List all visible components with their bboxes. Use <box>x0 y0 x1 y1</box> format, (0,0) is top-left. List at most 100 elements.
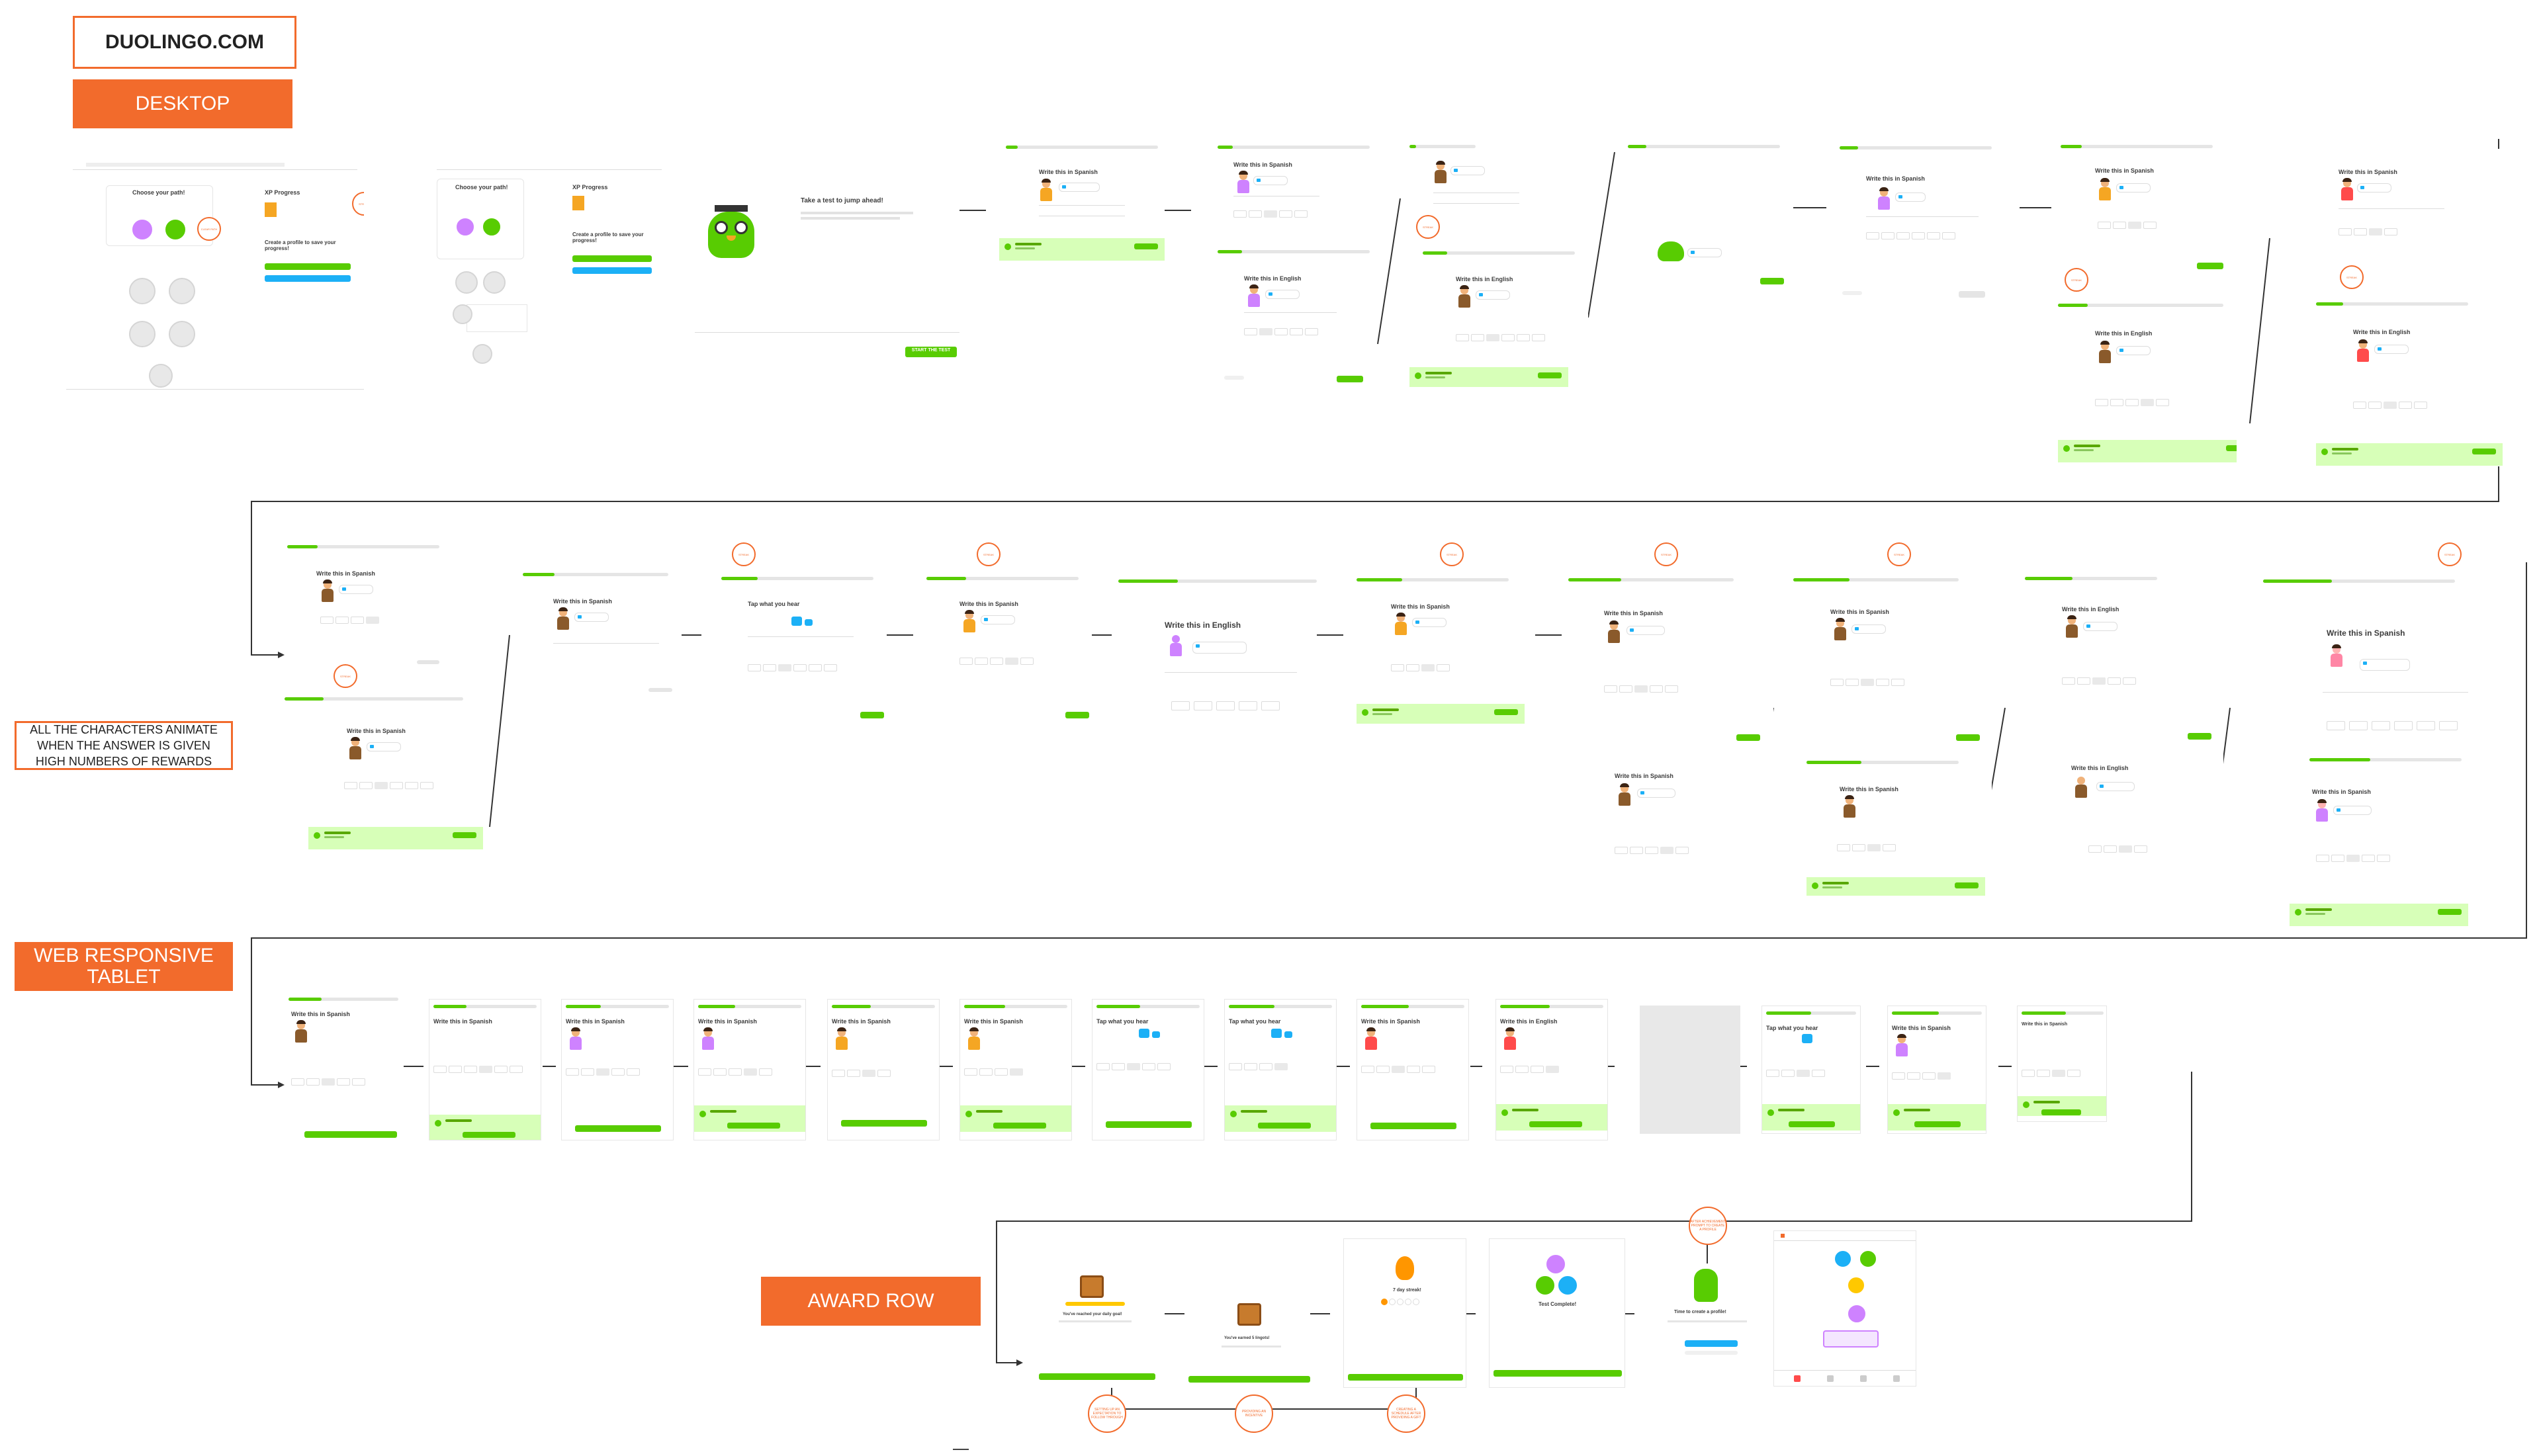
tablet-screen-7: Tap what you hear <box>1092 999 1204 1140</box>
tablet-screen-4: Write this in Spanish <box>693 999 806 1140</box>
exercise-title: Write this in Spanish <box>566 1018 625 1025</box>
exercise-title: Write this in Spanish <box>433 1018 492 1025</box>
exercise-screen-r1-1: Write this in Spanish <box>999 139 1165 278</box>
slow-speaker-icon[interactable] <box>1284 1031 1292 1038</box>
exercise-screen-r1-7: Write this in Spanish STREAK Write this … <box>2316 149 2515 466</box>
award-title-2: You've earned 5 lingots! <box>1224 1336 1270 1340</box>
treasure-chest-icon <box>1080 1275 1104 1298</box>
exercise-title: Write this in Spanish <box>1391 603 1450 610</box>
speaker-icon[interactable] <box>1271 1029 1282 1038</box>
award-section-label: AWARD ROW <box>761 1277 981 1326</box>
jump-ahead-title: Take a test to jump ahead! <box>801 197 883 204</box>
exercise-title-2: Write this in Spanish <box>2312 789 2371 795</box>
award-screen-lingots: You've earned 5 lingots! <box>1184 1263 1310 1389</box>
exercise-title: Write this in Spanish <box>1892 1025 1951 1031</box>
award-title-3: 7 day streak! <box>1393 1288 1421 1293</box>
tablet-section-label: WEB RESPONSIVE TABLET <box>15 942 233 991</box>
exercise-title: Write this in English <box>1456 276 1513 282</box>
tablet-screen-9: STREAK Write this in Spanish <box>1357 999 1469 1140</box>
exercise-screen-r1-4: STREAK <box>1628 142 1793 294</box>
exercise-screen-r2-10: STREAK Write this in Spanish Write this … <box>2263 542 2475 933</box>
start-test-button[interactable] <box>905 347 957 357</box>
exercise-screen-r2-2: Write this in Spanish <box>523 570 682 703</box>
tablet-placeholder-frame <box>1640 1006 1740 1134</box>
choose-path-title-2: Choose your path! <box>455 184 508 191</box>
treasure-chest-icon <box>1237 1303 1261 1326</box>
create-profile-button[interactable] <box>265 263 351 270</box>
choose-path-title: Choose your path! <box>132 189 185 196</box>
tablet-screen-10: Write this in English <box>1495 999 1608 1140</box>
create-profile-button-3[interactable] <box>1685 1340 1738 1347</box>
sign-in-button[interactable] <box>265 275 351 282</box>
exercise-title: Tap what you hear <box>1229 1018 1281 1025</box>
exercise-screen-r2-3: STREAK Tap what you hear <box>721 542 887 728</box>
exercise-screen-r1-5: Write this in Spanish <box>1840 142 2005 301</box>
exercise-title-2: Write this in Spanish <box>347 728 406 734</box>
exercise-title: Write this in Spanish <box>2327 628 2405 638</box>
tablet-screen-8: Tap what you hear <box>1224 999 1337 1140</box>
exercise-title: Write this in Spanish <box>2022 1022 2068 1027</box>
exercise-title: Write this in Spanish <box>291 1011 350 1017</box>
tablet-screen-12: STREAK Write this in Spanish <box>1887 1006 1986 1134</box>
xp-progress-title: XP Progress <box>265 189 300 196</box>
screen-choose-path-2: Choose your path! XP Progress Create a p… <box>437 159 662 377</box>
speaker-icon[interactable] <box>791 617 802 626</box>
exercise-screen-r2-9: Write this in English Write this in Engl… <box>2025 569 2223 860</box>
exercise-title-2: Write this in English <box>1244 275 1302 282</box>
exercise-screen-r2-4: STREAK Write this in Spanish <box>926 542 1092 728</box>
callout-setting-expectation: SETTING UP AN EXPECTATION TO FOLLOW THRO… <box>1088 1394 1126 1433</box>
exercise-screen-r2-5: Write this in English <box>1118 576 1317 721</box>
animate-note: ALL THE CHARACTERS ANIMATE WHEN THE ANSW… <box>15 721 233 770</box>
exercise-title: Write this in Spanish <box>1866 175 1925 182</box>
exercise-title: Write this in Spanish <box>959 601 1018 607</box>
exercise-title: Tap what you hear <box>748 601 800 607</box>
award-screen-home <box>1773 1230 1916 1387</box>
speaker-icon[interactable] <box>1802 1034 1812 1043</box>
exercise-title: Tap what you hear <box>1766 1025 1818 1031</box>
slow-speaker-icon[interactable] <box>1152 1031 1160 1038</box>
exercise-title: Write this in Spanish <box>553 598 612 605</box>
exercise-title: Write this in Spanish <box>2339 169 2397 175</box>
tablet-screen-11: Tap what you hear <box>1761 1006 1861 1134</box>
create-profile-button-2[interactable] <box>572 255 652 262</box>
tablet-screen-1: STREAK Write this in Spanish <box>285 992 404 1144</box>
duo-owl-icon <box>1694 1269 1718 1302</box>
exercise-title: Write this in Spanish <box>1233 161 1292 168</box>
speaker-icon[interactable] <box>1139 1029 1149 1038</box>
exercise-title: Write this in Spanish <box>316 570 375 577</box>
award-title-1: You've reached your daily goal! <box>1063 1312 1122 1316</box>
exercise-title-2: Write this in English <box>2071 765 2129 771</box>
callout-providing-incentive: PROVIDING AN INCENTIVE <box>1235 1394 1273 1433</box>
tablet-screen-13: STREAK Write this in Spanish <box>2017 1006 2107 1122</box>
tablet-screen-5: Write this in Spanish <box>827 999 940 1140</box>
award-screen-test-complete: Test Complete! <box>1489 1238 1625 1388</box>
exercise-title: Write this in Spanish <box>1361 1018 1420 1025</box>
callout-creating-schedule: CREATING A SCHEDULE AFTER PROVIDING A GI… <box>1387 1394 1425 1433</box>
tablet-screen-3: STREAK Write this in Spanish <box>561 999 674 1140</box>
exercise-title-2: Write this in Spanish <box>1840 786 1898 792</box>
sign-in-button-2[interactable] <box>572 267 652 274</box>
exercise-screen-r2-1: Write this in Spanish STREAK Write this … <box>285 542 483 853</box>
award-title-4: Test Complete! <box>1538 1301 1577 1307</box>
exercise-title: Write this in Spanish <box>832 1018 891 1025</box>
site-title-label: DUOLINGO.COM <box>73 16 296 69</box>
exercise-screen-r2-7: STREAK Write this in Spanish Write this … <box>1568 542 1773 893</box>
slow-speaker-icon[interactable] <box>805 619 813 626</box>
exercise-title: Write this in English <box>1165 621 1241 630</box>
exercise-title: Write this in Spanish <box>1830 609 1889 615</box>
duo-owl-graduate-icon <box>708 205 754 265</box>
exercise-title: Tap what you hear <box>1096 1018 1149 1025</box>
exercise-title: Write this in Spanish <box>1039 169 1098 175</box>
exercise-title: Write this in Spanish <box>2095 167 2154 174</box>
exercise-title-2: Write this in English <box>2095 330 2153 337</box>
callout-prompt-profile: AFTER ACHIEVEMENT PROMPT TO CREATE A PRO… <box>1689 1207 1727 1245</box>
stray-mark <box>953 1449 969 1450</box>
exercise-title: Write this in Spanish <box>964 1018 1023 1025</box>
start-test-label: START THE TEST <box>911 348 951 353</box>
create-profile-cta: Create a profile to save your progress! <box>265 239 336 251</box>
exercise-title-2: Write this in Spanish <box>1615 773 1673 779</box>
award-screen-streak: 7 day streak! <box>1343 1238 1466 1388</box>
exercise-screen-r1-2: STREAK Write this in Spanish Write this … <box>1218 139 1370 390</box>
tablet-screen-2: Write this in Spanish <box>429 999 541 1140</box>
tablet-screen-6: Write this in Spanish <box>959 999 1072 1140</box>
